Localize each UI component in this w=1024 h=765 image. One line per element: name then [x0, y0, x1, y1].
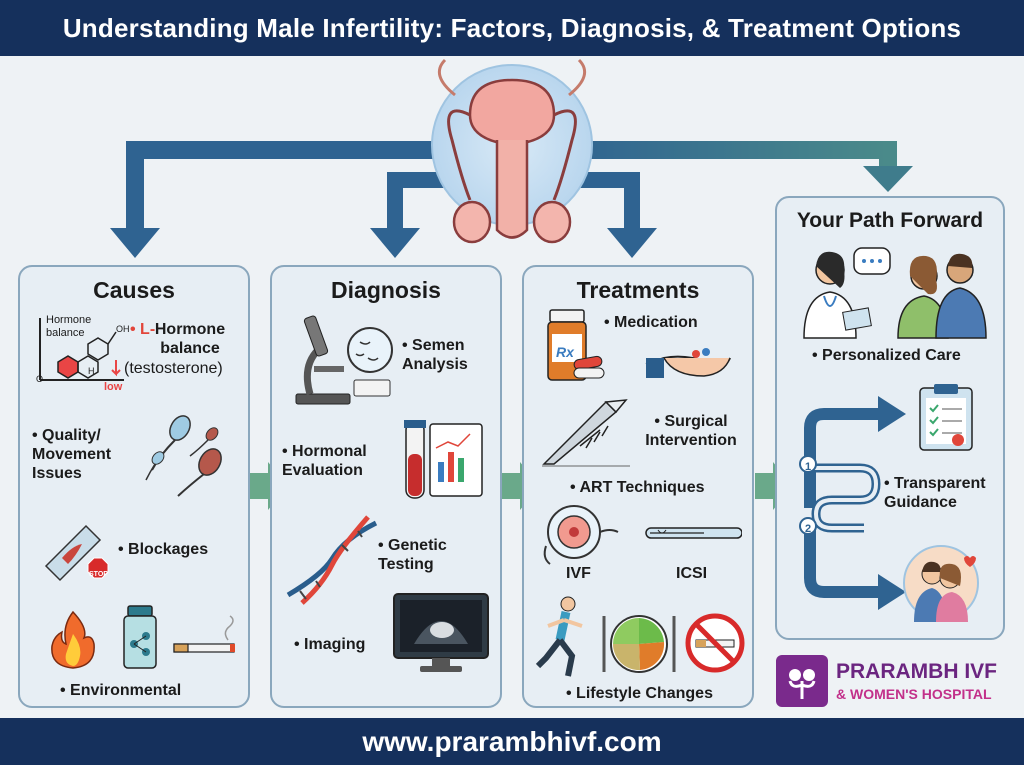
flower-icon	[788, 669, 816, 699]
scalpel-icon	[542, 399, 630, 467]
chemical-bottle-icon	[123, 605, 157, 669]
arrow-to-causes	[126, 141, 470, 232]
ivf-egg-icon	[543, 505, 619, 565]
ultrasound-monitor-icon	[393, 593, 489, 672]
blocked-duct-icon	[44, 524, 109, 582]
hormone-label: Hormone balance	[154, 321, 226, 357]
hospital-logo-name: PRARAMBH IVF	[836, 660, 997, 683]
hormone-chart-icon	[39, 318, 124, 381]
quality-label: • Quality/ Movement Issues	[32, 427, 112, 482]
hormone-prefix: • L-	[130, 321, 156, 338]
arrow-head-path-forward	[863, 166, 913, 192]
hormone-sub: (testosterone)	[124, 360, 223, 377]
semen-analysis-label: • Semen Analysis	[402, 337, 468, 373]
rx-label: Rx	[556, 344, 574, 360]
microscope-icon	[295, 315, 393, 405]
arrow-head-diagnosis	[370, 228, 420, 258]
path-forward-title: Your Path Forward	[796, 209, 984, 232]
hormone-chart-h: H	[88, 366, 95, 376]
genetic-testing-label: • Genetic Testing	[378, 537, 447, 573]
chevron-3	[755, 462, 793, 510]
chevron-2	[502, 462, 540, 510]
hormone-chart-o: O	[36, 374, 44, 384]
personalized-care-label: • Personalized Care	[812, 347, 961, 364]
arrow-to-treatments	[566, 172, 640, 232]
transparent-guidance-label: • Transparent Guidance	[884, 475, 986, 511]
treatments-title: Treatments	[576, 277, 700, 303]
chevron-1	[250, 462, 288, 510]
step-1-badge: 1	[805, 461, 812, 473]
arrow-to-path-forward	[560, 141, 897, 170]
arrow-to-diagnosis	[387, 172, 458, 232]
guidance-flow-arrows	[799, 396, 906, 610]
hospital-logo-subtitle: & WOMEN'S HOSPITAL	[836, 686, 992, 702]
diagnosis-title: Diagnosis	[331, 277, 441, 303]
cigarette-icon	[173, 615, 235, 653]
imaging-label: • Imaging	[294, 636, 366, 653]
no-smoking-icon	[685, 613, 745, 673]
website-url[interactable]: www.prarambhivf.com	[362, 725, 662, 757]
causes-title: Causes	[93, 277, 175, 303]
blockages-label: • Blockages	[118, 541, 209, 558]
hormone-chart-low: low	[104, 381, 123, 393]
hospital-logo-mark	[776, 655, 828, 707]
pill-bottle-icon	[547, 309, 605, 381]
checklist-clipboard-icon	[919, 384, 973, 451]
hormone-chart-label: Hormone balance	[46, 314, 92, 339]
hormone-chart-oh: OH	[116, 324, 130, 334]
blood-test-chart-icon	[404, 420, 483, 499]
page-title: Understanding Male Infertility: Factors,…	[62, 12, 962, 43]
environmental-label: • Environmental	[60, 682, 182, 699]
ivf-label: IVF	[566, 565, 591, 582]
footer-bar: www.prarambhivf.com	[0, 718, 1024, 765]
male-anatomy-illustration	[431, 58, 593, 244]
hand-pills-icon	[645, 348, 731, 378]
sperm-icon	[145, 415, 222, 497]
lifestyle-changes-label: • Lifestyle Changes	[566, 685, 713, 702]
medication-label: • Medication	[604, 314, 698, 331]
step-2-badge: 2	[805, 523, 812, 535]
dna-icon	[286, 515, 378, 605]
arrow-head-causes	[110, 228, 160, 258]
doctor-consultation-icon	[803, 247, 987, 339]
healthy-plate-icon	[602, 615, 676, 673]
fire-icon	[51, 610, 95, 669]
hormonal-evaluation-label: • Hormonal Evaluation	[282, 443, 367, 479]
icsi-label: ICSI	[676, 565, 708, 582]
icsi-needle-icon	[645, 527, 742, 539]
surgical-intervention-label: • Surgical Intervention	[645, 413, 737, 449]
arrow-head-treatments	[607, 228, 657, 258]
stop-sign-text: STOP	[89, 571, 108, 578]
title-bar: Understanding Male Infertility: Factors,…	[0, 0, 1024, 56]
runner-icon	[535, 596, 583, 677]
happy-couple-icon	[903, 545, 979, 622]
art-techniques-label: • ART Techniques	[570, 479, 705, 496]
